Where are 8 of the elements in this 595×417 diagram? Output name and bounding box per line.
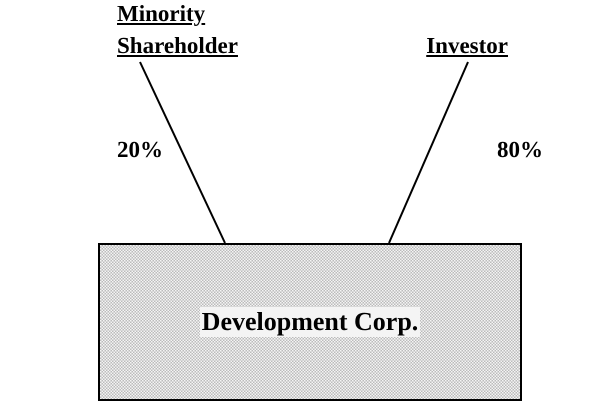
stippled-box (98, 243, 522, 401)
company-name: Development Corp. (200, 307, 420, 337)
ownership-percent: 20% (117, 137, 163, 163)
connector-line (388, 62, 469, 244)
connector-line (139, 62, 226, 244)
ownership-percent: 80% (497, 137, 543, 163)
party-name: Minority Shareholder (117, 0, 238, 60)
party-name: Investor (426, 32, 508, 60)
